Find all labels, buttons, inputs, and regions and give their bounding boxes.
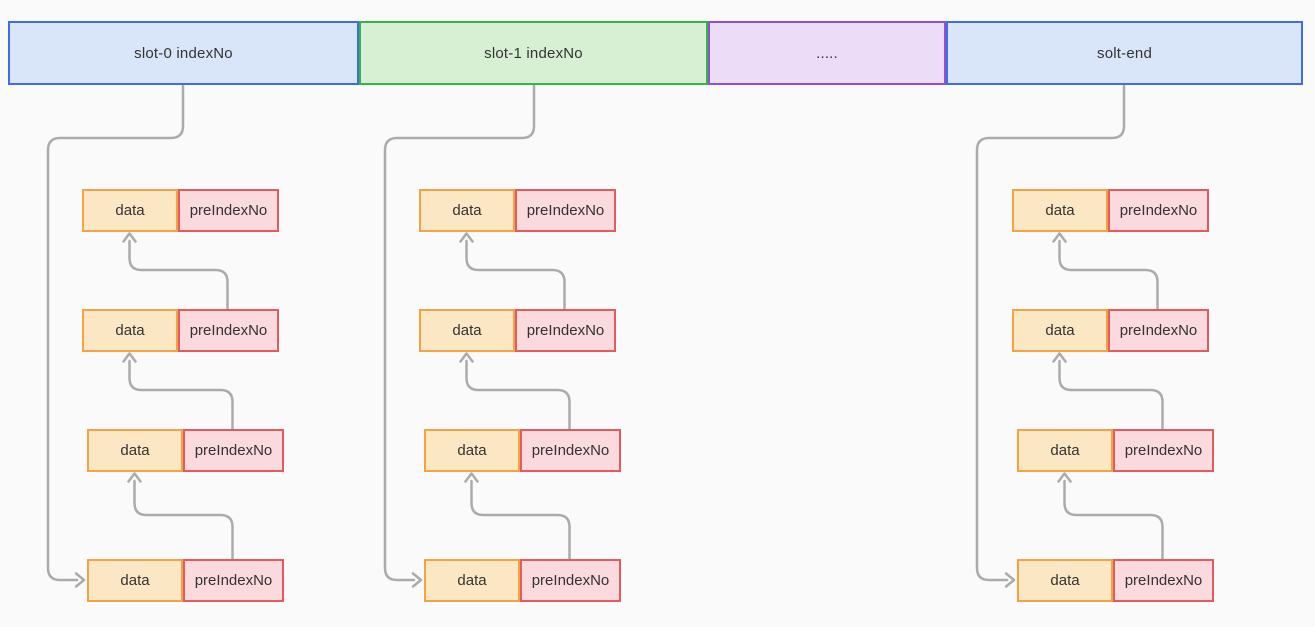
node-data-cell: data bbox=[419, 309, 515, 352]
node-preindex-cell: preIndexNo bbox=[1113, 429, 1214, 472]
preindex-up-connector bbox=[465, 359, 571, 431]
node-data-cell: data bbox=[1017, 559, 1113, 602]
node-preindex-cell: preIndexNo bbox=[1108, 309, 1209, 352]
slot-label: slot-0 indexNo bbox=[134, 44, 233, 62]
node: data preIndexNo bbox=[424, 559, 621, 602]
node-data-cell: data bbox=[424, 429, 520, 472]
preindex-up-connector bbox=[133, 479, 234, 561]
arrowhead-up-icon bbox=[1052, 232, 1067, 243]
arrowhead-up-icon bbox=[459, 352, 474, 363]
slot1-to-tail-connector bbox=[383, 84, 536, 582]
node-preindex-cell: preIndexNo bbox=[515, 189, 616, 232]
node-data-cell: data bbox=[82, 189, 178, 232]
preindex-up-connector bbox=[470, 479, 571, 561]
node: data preIndexNo bbox=[419, 189, 616, 232]
arrowhead-up-icon bbox=[122, 232, 137, 243]
arrowhead-up-icon bbox=[459, 232, 474, 243]
node-data-cell: data bbox=[87, 559, 183, 602]
node-preindex-cell: preIndexNo bbox=[1108, 189, 1209, 232]
node: data preIndexNo bbox=[82, 189, 279, 232]
arrowhead-up-icon bbox=[122, 352, 137, 363]
node-data-cell: data bbox=[82, 309, 178, 352]
preindex-up-connector bbox=[465, 239, 566, 311]
node: data preIndexNo bbox=[87, 559, 284, 602]
arrowhead-up-icon bbox=[1052, 352, 1067, 363]
preindex-up-connector bbox=[1063, 479, 1164, 561]
arrowhead-right-icon bbox=[411, 572, 423, 588]
node: data preIndexNo bbox=[424, 429, 621, 472]
arrowhead-up-icon bbox=[464, 472, 479, 483]
preindex-up-connector bbox=[1058, 239, 1159, 311]
slot-label: solt-end bbox=[1097, 44, 1152, 62]
node-preindex-cell: preIndexNo bbox=[178, 189, 279, 232]
arrowhead-up-icon bbox=[127, 472, 142, 483]
node: data preIndexNo bbox=[1017, 429, 1214, 472]
node-preindex-cell: preIndexNo bbox=[520, 559, 621, 602]
node-data-cell: data bbox=[424, 559, 520, 602]
node-preindex-cell: preIndexNo bbox=[1113, 559, 1214, 602]
preindex-up-connector bbox=[128, 239, 229, 311]
node-data-cell: data bbox=[87, 429, 183, 472]
node: data preIndexNo bbox=[1012, 189, 1209, 232]
slot-header-slot-0: slot-0 indexNo bbox=[8, 21, 359, 85]
node-preindex-cell: preIndexNo bbox=[183, 559, 284, 602]
slot-label: ..... bbox=[816, 44, 838, 62]
node-preindex-cell: preIndexNo bbox=[520, 429, 621, 472]
slotend-to-tail-connector bbox=[975, 84, 1126, 582]
node: data preIndexNo bbox=[82, 309, 279, 352]
node-data-cell: data bbox=[1017, 429, 1113, 472]
node-preindex-cell: preIndexNo bbox=[183, 429, 284, 472]
arrowhead-right-icon bbox=[1004, 572, 1016, 588]
arrowhead-up-icon bbox=[1057, 472, 1072, 483]
node-data-cell: data bbox=[1012, 309, 1108, 352]
node: data preIndexNo bbox=[1017, 559, 1214, 602]
node: data preIndexNo bbox=[1012, 309, 1209, 352]
slot-header-slot-1: slot-1 indexNo bbox=[359, 21, 708, 85]
node-data-cell: data bbox=[419, 189, 515, 232]
slot0-to-tail-connector bbox=[46, 84, 185, 582]
preindex-up-connector bbox=[1058, 359, 1164, 431]
arrowhead-right-icon bbox=[74, 572, 86, 588]
slot-header-ellipsis: ..... bbox=[708, 21, 946, 85]
preindex-up-connector bbox=[128, 359, 234, 431]
node-preindex-cell: preIndexNo bbox=[515, 309, 616, 352]
slot-header-slot-end: solt-end bbox=[946, 21, 1303, 85]
node: data preIndexNo bbox=[87, 429, 284, 472]
node-preindex-cell: preIndexNo bbox=[178, 309, 279, 352]
node-data-cell: data bbox=[1012, 189, 1108, 232]
slot-label: slot-1 indexNo bbox=[484, 44, 583, 62]
node: data preIndexNo bbox=[419, 309, 616, 352]
